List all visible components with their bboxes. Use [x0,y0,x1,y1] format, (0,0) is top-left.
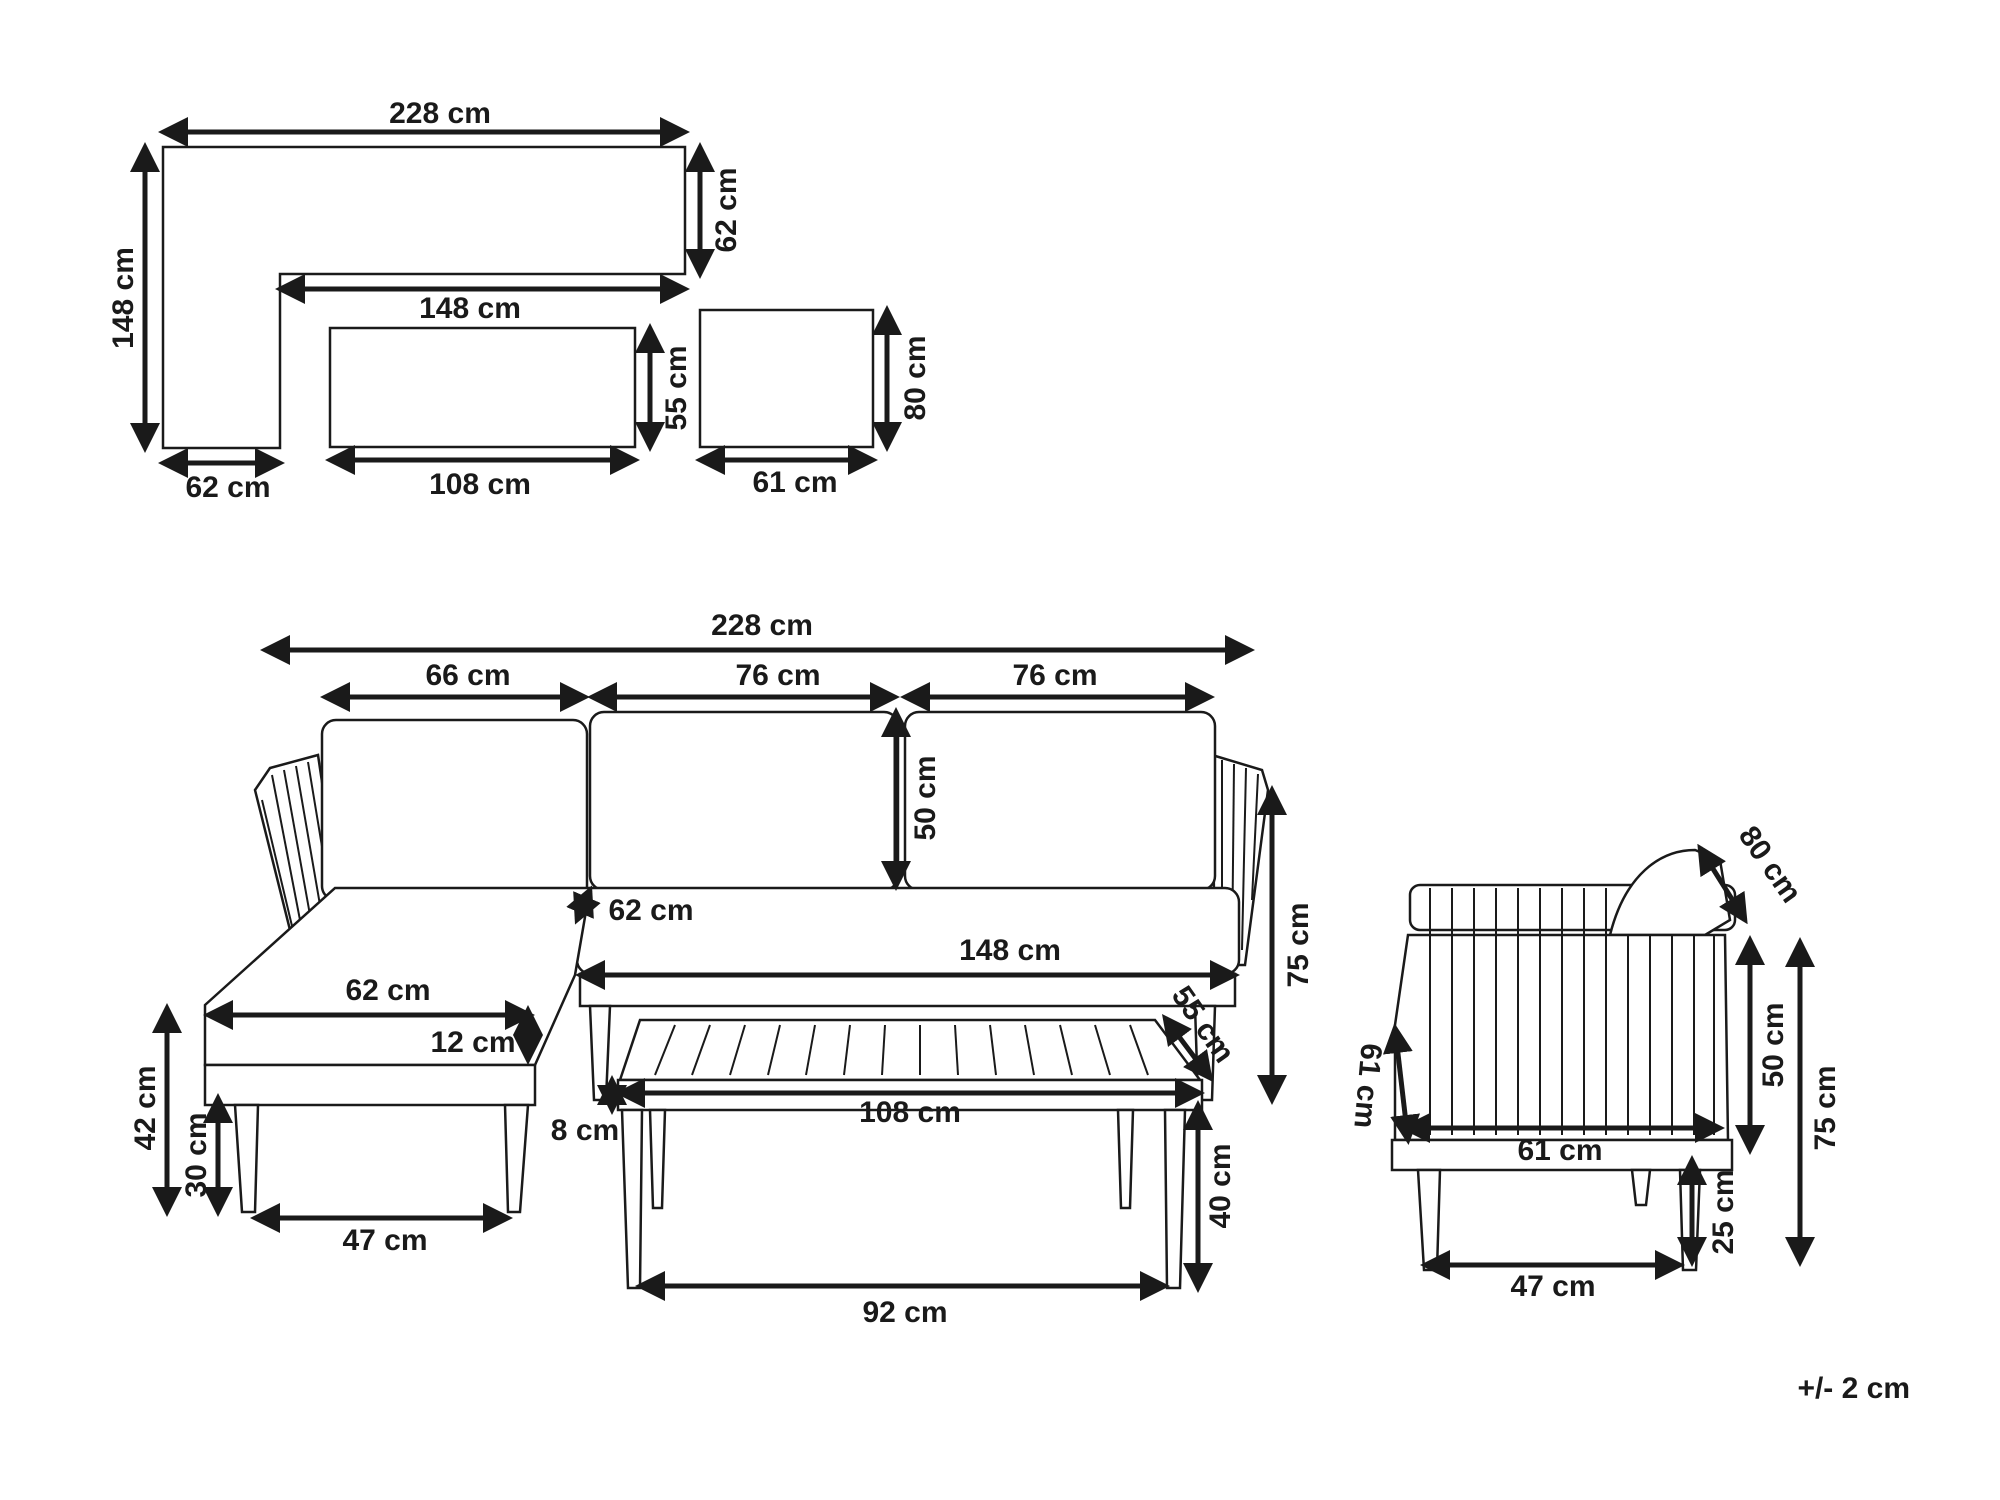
table-leg-span-label: 92 cm [862,1296,947,1329]
sofa-leg [233,1103,260,1214]
sofa-cushion-mid-label: 76 cm [735,659,820,692]
sofa-back-height-label: 50 cm [909,755,942,840]
table-top [618,1018,1203,1082]
plan-table [328,326,637,449]
plan-chair-width-label: 61 cm [752,466,837,499]
sofa-leg [588,1004,612,1102]
sofa-cushion-left-label: 66 cm [425,659,510,692]
plan-total-depth-label: 148 cm [107,247,140,349]
plan-chaise-width-label: 62 cm [185,471,270,504]
sofa-total-height-label: 75 cm [1282,902,1315,987]
sofa-seat-base [578,972,1237,1008]
chair-seat-rail [1390,1138,1734,1172]
chair-back-height-label: 50 cm [1757,1002,1790,1087]
sofa-leg [503,1103,530,1214]
chair-width-label: 61 cm [1517,1134,1602,1167]
sofa-total-width-label: 228 cm [711,609,813,642]
chair-depth-label: 80 cm [1732,820,1808,909]
table-leg [1163,1108,1187,1290]
plan-table-width-label: 55 cm [660,345,693,430]
plan-inner-length-label: 148 cm [419,292,521,325]
sofa-chaise-seat-label: 62 cm [345,974,430,1007]
sofa-view: 228 cm 66 cm 76 cm 76 cm 50 cm 62 cm 148… [129,609,1315,1257]
sofa-cushion-thick-label: 12 cm [430,1026,515,1059]
sofa-seat-height-label: 30 cm [180,1112,213,1197]
chair-view: 80 cm 61 cm 61 cm 50 cm 75 cm 25 cm 47 c… [1347,820,1842,1303]
sofa-chaise-height-label: 42 cm [129,1065,162,1150]
table-length-label: 108 cm [859,1096,961,1129]
plan-total-width-label: 228 cm [389,97,491,130]
chair-leg [1630,1168,1652,1207]
chair-leg-span-label: 47 cm [1510,1270,1595,1303]
sofa-seat-width-label: 148 cm [959,934,1061,967]
plan-table-length-label: 108 cm [429,468,531,501]
chair-seat-height-label: 25 cm [1707,1169,1740,1254]
sofa-cushion-right-label: 76 cm [1012,659,1097,692]
sofa-back-cushion-middle [588,710,900,892]
plan-chair-depth-label: 80 cm [899,335,932,420]
table-leg [1116,1108,1135,1210]
tolerance-note: +/- 2 cm [1797,1372,1910,1405]
chair-total-height-label: 75 cm [1809,1065,1842,1150]
chair-seat-depth-label: 61 cm [1347,1042,1387,1130]
table-height-label: 40 cm [1204,1143,1237,1228]
plan-chair [698,308,875,449]
table-top-thick-label: 8 cm [551,1114,619,1147]
sofa-back-cushion-right [903,710,1217,892]
sofa-chaise-base [203,1063,537,1107]
sofa-back-cushion-left [320,718,589,902]
sofa-seat-depth-label: 62 cm [608,894,693,927]
table-view: 55 cm 108 cm 8 cm 40 cm 92 cm [551,980,1241,1329]
sofa-leg-span-label: 47 cm [342,1224,427,1257]
plan-view: 228 cm 148 cm 62 cm 148 cm 62 cm 108 cm … [107,97,932,504]
plan-right-depth-label: 62 cm [710,167,743,252]
table-leg [648,1108,667,1210]
table-leg [620,1108,644,1290]
chair-leg [1416,1168,1442,1272]
